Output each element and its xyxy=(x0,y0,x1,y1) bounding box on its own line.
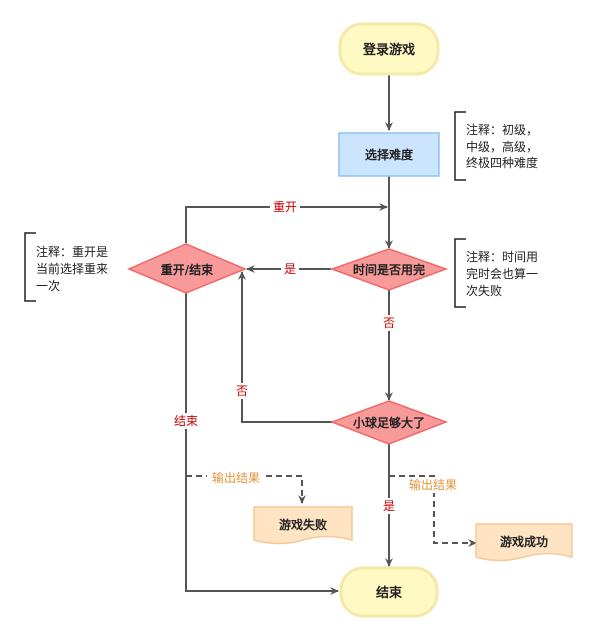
time-up-label: 时间是否用完 xyxy=(353,262,425,277)
edge-label-output-success: 输出结果 xyxy=(409,477,457,492)
note-difficulty-line1: 注释：初级， xyxy=(466,122,538,137)
note-difficulty-bracket xyxy=(454,111,466,181)
note-difficulty-line3: 终极四种难度 xyxy=(466,155,538,170)
edge-output-success xyxy=(389,475,477,547)
ball-big-decision[interactable] xyxy=(329,400,449,445)
note-restart-line2: 当前选择重来 xyxy=(36,261,108,276)
edge-label-output-fail: 输出结果 xyxy=(212,470,260,485)
note-time-line3: 次失败 xyxy=(466,283,502,298)
note-time-line2: 完时会也算一 xyxy=(466,266,538,281)
restart-end-decision[interactable] xyxy=(127,243,247,294)
edge-label-ball-yes: 是 xyxy=(383,499,395,513)
game-success-label: 游戏成功 xyxy=(500,534,548,549)
note-time-bracket xyxy=(454,238,466,308)
edge-output-fail xyxy=(186,475,306,504)
note-time-line1: 注释：时间用 xyxy=(466,249,538,264)
note-restart-bracket xyxy=(24,232,36,302)
edge-label-restart: 重开 xyxy=(273,200,297,214)
restart-end-label: 重开/结束 xyxy=(161,262,214,277)
select-difficulty-label: 选择难度 xyxy=(365,147,414,162)
select-difficulty-node[interactable] xyxy=(338,132,440,177)
start-node-label: 登录游戏 xyxy=(362,42,415,58)
game-fail-label: 游戏失败 xyxy=(279,517,327,532)
edge-label-ball-no: 否 xyxy=(236,384,248,398)
time-up-decision[interactable] xyxy=(329,248,449,291)
note-restart-line3: 一次 xyxy=(36,279,60,293)
game-fail-document[interactable] xyxy=(253,506,353,545)
ball-big-label: 小球足够大了 xyxy=(353,415,425,430)
end-node[interactable] xyxy=(339,566,439,618)
end-node-label: 结束 xyxy=(376,585,403,601)
game-success-document[interactable] xyxy=(475,523,573,562)
edge-restart-to-end xyxy=(185,292,339,595)
edge-ball-no xyxy=(238,271,332,423)
edge-restart-loop xyxy=(185,203,388,243)
edge-label-time-yes: 是 xyxy=(284,262,296,276)
start-node[interactable] xyxy=(338,22,440,76)
edge-label-time-no: 否 xyxy=(383,316,395,330)
note-difficulty-line2: 中级，高级， xyxy=(466,139,538,154)
edge-label-end: 结束 xyxy=(174,414,198,428)
note-restart-line1: 注释：重开是 xyxy=(36,244,108,259)
